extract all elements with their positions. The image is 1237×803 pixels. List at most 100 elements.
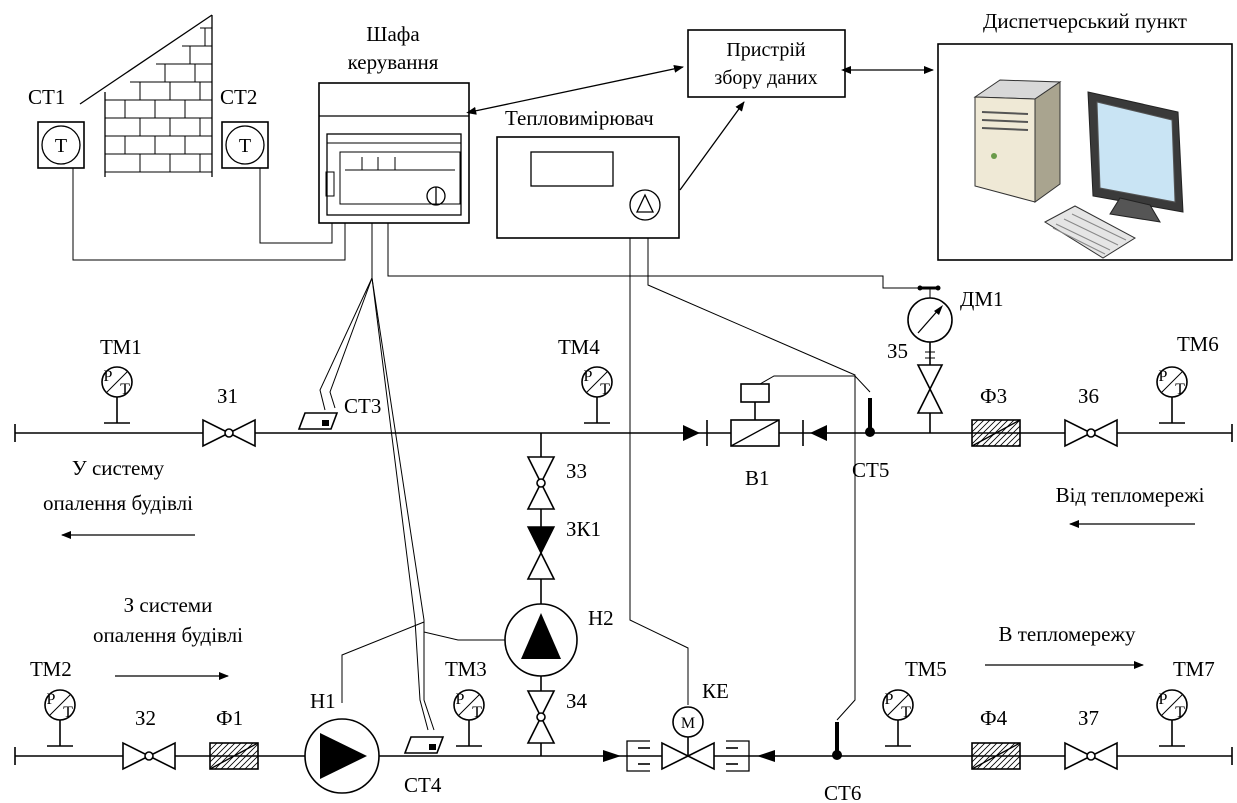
tm6-label: ТМ6 (1177, 332, 1219, 356)
sensor-ct4 (403, 736, 445, 754)
keyboard-icon (1043, 205, 1136, 259)
z7-label: З7 (1078, 706, 1099, 730)
svg-text:Р: Р (1159, 691, 1168, 708)
ke-label: КЕ (702, 679, 729, 703)
filter-f1 (209, 742, 259, 770)
to-network-label: В тепломережу (998, 622, 1136, 646)
dm1-label: ДМ1 (960, 287, 1004, 311)
valve-z1 (202, 418, 256, 448)
z6-label: З6 (1078, 384, 1099, 408)
b1-label: В1 (745, 466, 770, 490)
tm2-label: ТМ2 (30, 657, 72, 681)
tm7-label: ТМ7 (1173, 657, 1215, 681)
pump-h2 (504, 603, 578, 677)
svg-text:Т: Т (63, 704, 73, 721)
sensor-ct3 (297, 412, 339, 430)
cabinet-collector-link (466, 64, 684, 115)
svg-text:Р: Р (1159, 368, 1168, 385)
t-symbol: Т (55, 135, 67, 157)
svg-text:Т: Т (1175, 704, 1185, 721)
z1-label: З1 (217, 384, 238, 408)
svg-text:Т: Т (901, 704, 911, 721)
collector-label-line1: Пристрій (726, 39, 806, 61)
z4-label: З4 (566, 689, 588, 713)
zk1-label: ЗК1 (566, 517, 601, 541)
return-pipe (14, 747, 1233, 765)
h1-label: Н1 (310, 689, 336, 713)
heatmeter-label: Тепловимірювач (505, 106, 654, 130)
to-building-label-line2: опалення будівлі (43, 491, 193, 515)
svg-text:Т: Т (600, 381, 610, 398)
f3-label: Ф3 (980, 384, 1007, 408)
gauge-tm1: Р Т (101, 366, 133, 424)
brick-wall (79, 14, 213, 177)
svg-text:Р: Р (47, 691, 56, 708)
svg-text:М: М (681, 715, 695, 732)
gauge-tm4: Р Т (581, 366, 613, 424)
h2-label: Н2 (588, 606, 614, 630)
sensor-ct2: Т (221, 121, 269, 169)
gauge-tm2: Р Т (44, 689, 76, 747)
t-symbol: Т (239, 135, 251, 157)
dispatch-point (937, 43, 1233, 261)
gauge-tm3: Р Т (453, 689, 485, 747)
valve-z3 (526, 456, 556, 510)
data-collector: Пристрій збору даних (687, 29, 846, 98)
ct5-label: СТ5 (852, 458, 889, 482)
tm5-label: ТМ5 (905, 657, 947, 681)
svg-text:Р: Р (584, 368, 593, 385)
from-network-label: Від тепломережі (1056, 483, 1205, 507)
ct3-label: СТ3 (344, 394, 381, 418)
dispatch-label: Диспетчерський пункт (983, 9, 1187, 33)
control-cabinet (318, 82, 470, 224)
filter-f4 (971, 742, 1021, 770)
sensor-ct1: Т (37, 121, 85, 169)
svg-text:Р: Р (456, 691, 465, 708)
tm4-label: ТМ4 (558, 335, 600, 359)
pump-h1 (304, 718, 380, 794)
collector-label-line2: збору даних (714, 67, 817, 89)
svg-text:Т: Т (120, 381, 130, 398)
tm3-label: ТМ3 (445, 657, 487, 681)
tm1-label: ТМ1 (100, 335, 142, 359)
sensor-ct5 (865, 398, 875, 437)
filter-f3 (971, 419, 1021, 447)
valve-z6 (1064, 418, 1118, 448)
gauge-tm5: Р Т (882, 689, 914, 747)
check-valve-zk1 (526, 526, 556, 580)
ct1-label: СТ1 (28, 85, 65, 109)
gauge-tm6: Р Т (1156, 366, 1188, 424)
from-building-label-line1: З системи (124, 593, 213, 617)
gauge-tm7: Р Т (1156, 689, 1188, 747)
heat-meter (496, 136, 680, 239)
z3-label: З3 (566, 459, 587, 483)
z2-label: З2 (135, 706, 156, 730)
computer-tower-icon (973, 79, 1062, 203)
cabinet-label-line2: керування (348, 50, 439, 74)
svg-text:Т: Т (1175, 381, 1185, 398)
ct2-label: СТ2 (220, 85, 257, 109)
control-valve-b1 (683, 383, 827, 447)
valve-z4 (526, 690, 556, 744)
cabinet-label-line1: Шафа (366, 22, 420, 46)
motor-valve-ke: М (603, 706, 775, 772)
to-building-label-line1: У систему (72, 456, 165, 480)
svg-text:Р: Р (104, 368, 113, 385)
supply-pipe (14, 424, 1233, 442)
pressure-gauge-dm1 (907, 285, 953, 365)
ct6-label: СТ6 (824, 781, 861, 803)
ct4-label: СТ4 (404, 773, 442, 797)
valve-z5 (916, 364, 944, 433)
valve-z2 (122, 741, 176, 771)
sensor-ct6 (832, 722, 842, 760)
z5-label: З5 (887, 339, 908, 363)
valve-z7 (1064, 741, 1118, 771)
monitor-icon (1087, 91, 1184, 223)
svg-text:Р: Р (885, 691, 894, 708)
from-building-label-line2: опалення будівлі (93, 623, 243, 647)
svg-text:Т: Т (472, 704, 482, 721)
f1-label: Ф1 (216, 706, 243, 730)
f4-label: Ф4 (980, 706, 1008, 730)
